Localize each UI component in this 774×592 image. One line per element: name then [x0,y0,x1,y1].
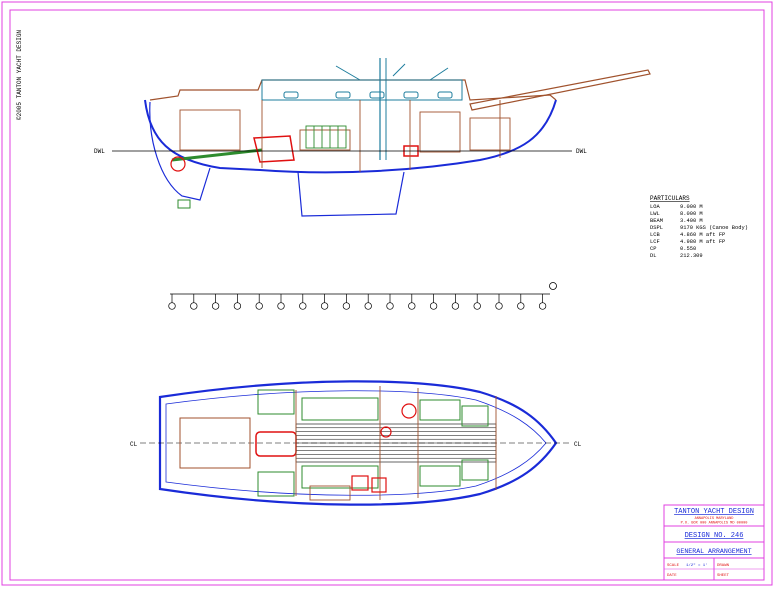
station-marker [364,302,372,310]
particular-key: LCF [650,239,660,245]
station-marker [168,302,176,310]
particular-value: 4.980 M aft FP [680,239,725,245]
particulars-heading: PARTICULARS [650,195,690,202]
station-marker [429,302,438,310]
scale-value: 1/2" = 1' [686,563,708,568]
station-origin-marker [549,282,557,290]
drawing-title: GENERAL ARRANGEMENT [676,548,751,555]
drawn-label: DRAWN [717,564,730,568]
particulars-table: PARTICULARS LOA 9.000 M LWL 8.000 M BEAM 3.40… [650,195,748,259]
interior-joinery [179,100,511,172]
cabin-top [261,79,463,101]
scale-label: SCALE [667,564,680,568]
plan-fixtures [351,403,417,493]
plan-cushions [257,389,489,497]
station-marker [451,302,460,310]
particular-value: 8.000 M [680,211,703,217]
particular-value: 4.860 M aft FP [680,232,725,238]
station-marker [190,302,198,310]
hull-profile [144,99,557,174]
particular-key: DSPL [650,225,663,231]
title-block: TANTON YACHT DESIGN ANNAPOLIS MARYLAND P… [663,504,765,581]
rigging-line [392,63,406,77]
bowsprit [469,69,651,111]
rudder-shoe [177,199,191,209]
copyright-text: ©2005 TANTON YACHT DESIGN [16,30,23,120]
propeller [170,156,186,172]
station-marker [211,302,220,310]
particular-key: LCB [650,232,660,238]
particular-key: LWL [650,211,660,217]
sheet-label: SHEET [717,574,730,578]
engine [253,135,295,163]
station-marker [255,302,263,310]
cockpit [179,417,251,469]
particular-value: 212.309 [680,253,703,259]
head-fixture [401,403,417,419]
particular-value: 0.550 [680,246,696,252]
sink-fixture [380,426,392,438]
prop-shaft [171,148,263,162]
firm-name: TANTON YACHT DESIGN [674,508,754,516]
particular-key: DL [650,253,656,259]
rigging-line [335,65,361,81]
station-marker [538,302,547,310]
particular-value: 9.000 M [680,204,703,210]
rudder [149,101,211,201]
rigging-line [429,67,449,81]
inner-border [9,9,765,581]
station-marker [386,302,394,310]
dwl-label-aft: DWL [94,148,105,155]
plan-view: CL CL [130,380,582,506]
engine-plan [255,431,297,457]
particular-value: 9170 KGS (Canoe Body) [680,225,748,231]
design-number: DESIGN NO. 246 [685,532,744,540]
particular-key: BEAM [650,218,663,224]
galley-stove [351,475,369,491]
station-marker [233,302,242,310]
profile-cushions [305,125,347,149]
date-label: DATE [667,574,677,578]
station-marker [342,302,351,310]
station-scale [168,282,557,310]
station-marker [320,302,329,310]
cl-label-fwd: CL [574,441,582,448]
particular-value: 3.400 M [680,218,703,224]
keel [297,171,405,217]
galley-sink [371,477,387,493]
plan-joinery [295,386,497,501]
station-marker [473,302,481,310]
cl-label-aft: CL [130,441,138,448]
portlights [283,91,453,99]
station-marker [495,302,503,310]
deck-sheer [149,79,557,101]
dwl-label-fwd: DWL [576,148,587,155]
firm-address-1: ANNAPOLIS MARYLAND [695,517,734,521]
station-marker [277,302,285,310]
particular-key: LOA [650,204,660,210]
firm-address-2: P.O. BOX 000 ANNAPOLIS MD 00000 [681,522,748,526]
station-marker [517,302,525,310]
station-marker [408,302,416,310]
station-marker [299,302,307,310]
profile-view: DWL DWL [94,58,651,217]
particular-key: CP [650,246,656,252]
